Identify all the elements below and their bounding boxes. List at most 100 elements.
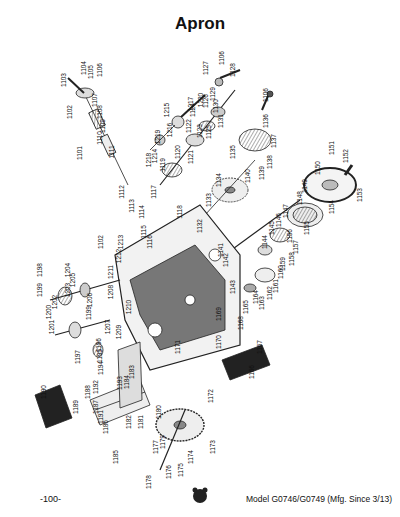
callout-number: 1140 — [245, 169, 252, 183]
callout-number: 1185 — [113, 450, 120, 464]
callout-number: 1189 — [73, 400, 80, 414]
callout-number: 1116 — [147, 235, 154, 249]
callout-number: 1122 — [186, 119, 193, 133]
callout-number: 1129 — [210, 87, 217, 101]
callout-number: 1103 — [61, 73, 68, 87]
callout-number: 1138 — [267, 155, 274, 169]
callout-number: 1125 — [206, 125, 213, 139]
callout-number: 1127 — [203, 61, 210, 75]
callout-number: 1128 — [230, 63, 237, 77]
callout-number: 1124 — [190, 103, 197, 117]
callout-number: 1198 — [37, 263, 44, 277]
callout-number: 1205 — [70, 273, 77, 287]
callout-number: 1106 — [219, 51, 226, 65]
callout-number: 1212 — [116, 249, 123, 263]
callout-number: 1156 — [287, 229, 294, 243]
callout-number: 1117 — [151, 185, 158, 199]
callout-number: 1102 — [98, 235, 105, 249]
page-number: -100- — [40, 494, 61, 504]
callout-number: 1206 — [87, 293, 94, 307]
callout-number: 1123 — [197, 124, 204, 138]
callout-number: 1219 — [155, 130, 162, 144]
callout-number: 1164 — [253, 290, 260, 304]
callout-number: 1101 — [77, 146, 84, 160]
callout-number: 1158 — [289, 252, 296, 266]
callout-number: 1154 — [329, 200, 336, 214]
callout-number: 1168 — [238, 316, 245, 330]
callout-number: 1107 — [92, 93, 99, 107]
callout-number: 1152 — [343, 149, 350, 163]
callout-number: 1190 — [41, 385, 48, 399]
callout-number: 1170 — [216, 335, 223, 349]
callout-number: 1108 — [97, 105, 104, 119]
callout-number: 1171 — [175, 340, 182, 354]
callout-number: 1106 — [263, 88, 270, 102]
callout-number: 1199 — [86, 306, 93, 320]
callout-number: 1153 — [357, 188, 364, 202]
callout-number: 1167 — [257, 340, 264, 354]
callout-number: 1201 — [49, 320, 56, 334]
callout-number: 1145 — [269, 221, 276, 235]
callout-number: 1141 — [218, 243, 225, 257]
callout-number: 1176 — [166, 465, 173, 479]
callout-number: 1121 — [188, 150, 195, 164]
callout-number: 1105 — [88, 65, 95, 79]
callout-number: 1137 — [271, 134, 278, 148]
callout-number: 1136 — [263, 114, 270, 128]
callout-number: 1166 — [249, 365, 256, 379]
callout-number: 1151 — [329, 141, 336, 155]
callout-number: 1135 — [230, 145, 237, 159]
callout-number: 1163 — [259, 296, 266, 310]
callout-number: 1109 — [100, 119, 107, 133]
callout-number: 1146 — [276, 213, 283, 227]
callout-number: 1106 — [97, 63, 104, 77]
callout-number: 1120 — [175, 145, 182, 159]
callout-number: 1181 — [138, 415, 145, 429]
callout-number: 1188 — [85, 385, 92, 399]
callout-number: 1184 — [124, 375, 131, 389]
callout-number: 1110 — [97, 131, 104, 145]
callout-number: 1104 — [81, 61, 88, 75]
callout-number: 1192 — [93, 380, 100, 394]
callout-number: 1149 — [302, 179, 309, 193]
callout-number: 1213 — [118, 235, 125, 249]
callout-number: 1155 — [304, 221, 311, 235]
callout-number: 1126 — [203, 94, 210, 108]
callout-number: 1102 — [67, 105, 74, 119]
callout-number: 1202 — [52, 295, 59, 309]
callout-number: 1131 — [218, 114, 225, 128]
callout-number: 1209 — [116, 325, 123, 339]
callout-number: 1160 — [278, 265, 285, 279]
callout-number: 1174 — [188, 450, 195, 464]
callout-number: 1132 — [197, 219, 204, 233]
callout-number: 1144 — [262, 235, 269, 249]
callout-number: 1169 — [216, 307, 223, 321]
callout-number: 1177 — [153, 440, 160, 454]
callout-number: 1139 — [259, 166, 266, 180]
callout-number: 1175 — [178, 463, 185, 477]
page-title: Apron — [175, 14, 225, 34]
callout-number: 1162 — [267, 286, 274, 300]
callout-number: 1157 — [293, 240, 300, 254]
callout-number: 1179 — [160, 435, 167, 449]
callout-number: 1165 — [243, 300, 250, 314]
callout-number: 1194 — [98, 361, 105, 375]
callout-number: 1150 — [315, 161, 322, 175]
callout-number: 1113 — [129, 199, 136, 213]
callout-number: 1218 — [146, 153, 153, 167]
callout-number: 1173 — [210, 440, 217, 454]
callout-number: 1143 — [230, 280, 237, 294]
callout-number: 1147 — [283, 204, 290, 218]
callout-number: 1112 — [119, 185, 126, 199]
callout-number: 1199 — [37, 283, 44, 297]
callout-number: 1211 — [108, 265, 115, 279]
callout-number: 1196 — [96, 338, 103, 352]
callout-number: 1207 — [105, 320, 112, 334]
callout-number: 1197 — [75, 350, 82, 364]
bear-logo — [193, 488, 208, 504]
callout-number: 1119 — [160, 158, 167, 172]
callout-number: 1111 — [109, 145, 116, 158]
callout-number: 1133 — [206, 193, 213, 207]
callout-number: 1148 — [297, 191, 304, 205]
